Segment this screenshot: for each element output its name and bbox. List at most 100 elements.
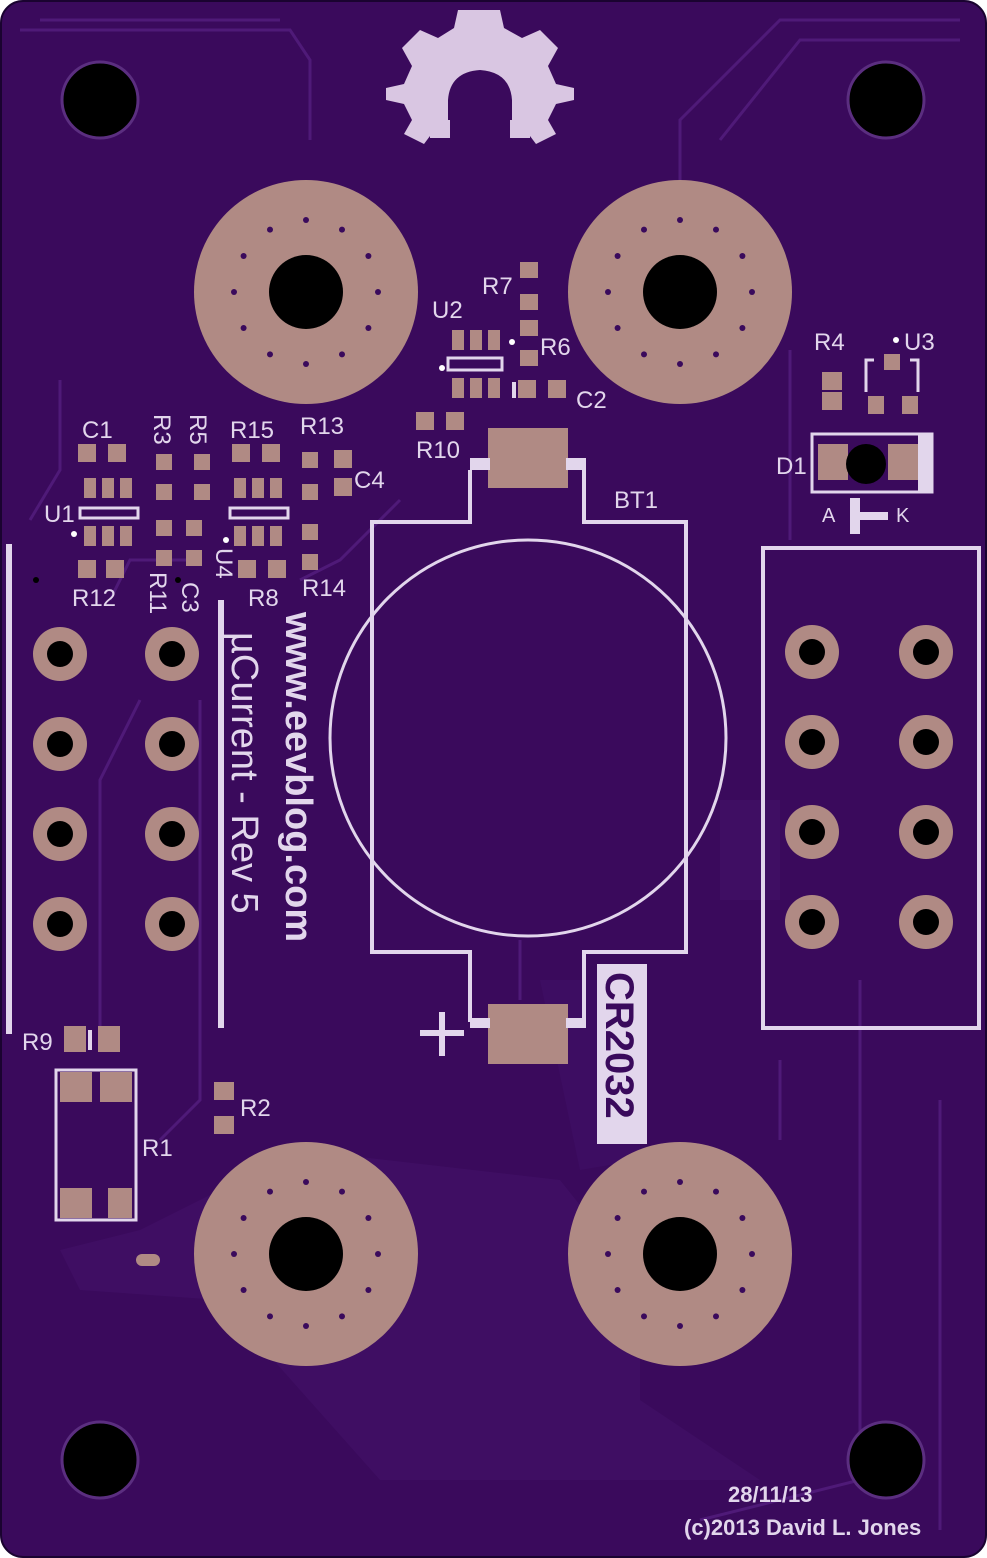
battery-pad-bottom	[488, 1004, 568, 1064]
via-dot	[365, 1287, 372, 1293]
mounting-holes	[60, 60, 926, 1500]
via-dot	[713, 226, 719, 233]
via-dot	[303, 217, 309, 223]
battery-type-box	[597, 964, 647, 1144]
label-r15: R15	[230, 417, 274, 444]
via-dot	[739, 1215, 746, 1221]
via-dot	[605, 289, 611, 295]
via-dot	[231, 289, 237, 295]
via-dot	[713, 1188, 719, 1195]
label-r2: R2	[240, 1095, 271, 1122]
resistor-r1	[54, 1068, 160, 1266]
label-r7: R7	[482, 273, 513, 300]
label-r3: R3	[148, 414, 175, 445]
header-pins	[785, 625, 953, 949]
via-dot	[739, 253, 746, 259]
header-right	[761, 546, 981, 1030]
battery-plus-mark	[420, 1012, 464, 1056]
battery-type-label: CR2032	[597, 972, 641, 1119]
via-dot	[231, 1251, 237, 1257]
via-dot	[614, 325, 621, 331]
mounting-hole	[60, 60, 140, 140]
via-dot	[240, 1287, 247, 1293]
via-dot	[375, 1251, 381, 1257]
label-r10: R10	[416, 437, 460, 464]
ic-u2	[439, 330, 504, 398]
via-dot	[739, 325, 746, 331]
label-r4: R4	[814, 329, 845, 356]
via-dot	[303, 1323, 309, 1329]
via-dot	[749, 289, 755, 295]
label-r14: R14	[302, 575, 346, 602]
battery-holder-bt1	[328, 428, 728, 1064]
via-dot	[267, 351, 273, 358]
via-dot	[267, 1313, 273, 1320]
via-dot	[677, 361, 683, 367]
via-dot	[641, 1313, 647, 1320]
via-dot	[339, 351, 345, 358]
via-dot	[713, 1313, 719, 1320]
via-dot	[641, 351, 647, 358]
label-d1: D1	[776, 453, 807, 480]
via-dot	[375, 289, 381, 295]
silkscreen-labels: U2 R7 R6 C2 R10 R4 U3 D1 A K C1 R15 R13 …	[22, 273, 935, 1162]
via-dot	[303, 1179, 309, 1185]
resistor-r9	[64, 1026, 120, 1052]
via-rings	[231, 217, 755, 1329]
binding-post-pad	[568, 1142, 792, 1366]
resistor-r4	[822, 372, 842, 410]
binding-post-pad	[568, 180, 792, 404]
label-c2: C2	[576, 387, 607, 414]
label-r12: R12	[72, 585, 116, 612]
label-c3: C3	[176, 582, 203, 613]
ic-u3	[864, 337, 920, 414]
via-dot	[240, 325, 247, 331]
label-u4: U4	[210, 548, 237, 579]
via-dot	[641, 226, 647, 233]
label-bt1: BT1	[614, 487, 658, 514]
via-dot	[641, 1188, 647, 1195]
via-dot	[339, 1188, 345, 1195]
via-dot	[267, 226, 273, 233]
binding-post-pad	[194, 180, 418, 404]
oshw-gear-logo	[386, 10, 574, 144]
binding-post-pads	[194, 180, 792, 1366]
label-c4: C4	[354, 467, 385, 494]
header-left-pins	[33, 627, 199, 951]
diode-d1	[810, 432, 934, 534]
mounting-hole	[846, 60, 926, 140]
via-dot	[614, 1287, 621, 1293]
label-u3: U3	[904, 329, 935, 356]
via-dot	[240, 1215, 247, 1221]
small-smd-parts	[416, 262, 566, 430]
via-dot	[677, 217, 683, 223]
label-r8: R8	[248, 585, 279, 612]
via-dot	[713, 351, 719, 358]
via-dot	[240, 253, 247, 259]
via-dot	[365, 1215, 372, 1221]
mounting-hole	[60, 1420, 140, 1500]
via-dot	[267, 1188, 273, 1195]
via-dot	[614, 253, 621, 259]
via-dot	[605, 1251, 611, 1257]
via-dot	[677, 1323, 683, 1329]
label-r5: R5	[184, 414, 211, 445]
mounting-hole	[846, 1420, 926, 1500]
via-dot	[339, 1313, 345, 1320]
via-dot	[749, 1251, 755, 1257]
binding-post-pad	[194, 1142, 418, 1366]
label-r13: R13	[300, 413, 344, 440]
label-u1: U1	[44, 501, 75, 528]
via-dot	[677, 1179, 683, 1185]
label-u2: U2	[432, 297, 463, 324]
left-smd-cluster	[33, 444, 352, 583]
label-d1-anode: A	[822, 505, 836, 527]
label-r9: R9	[22, 1029, 53, 1056]
via-dot	[739, 1287, 746, 1293]
label-r11: R11	[144, 572, 171, 614]
battery-pad-top	[488, 428, 568, 488]
via-dot	[365, 253, 372, 259]
website-text: www.eevblog.com	[277, 611, 319, 942]
via-dot	[365, 325, 372, 331]
